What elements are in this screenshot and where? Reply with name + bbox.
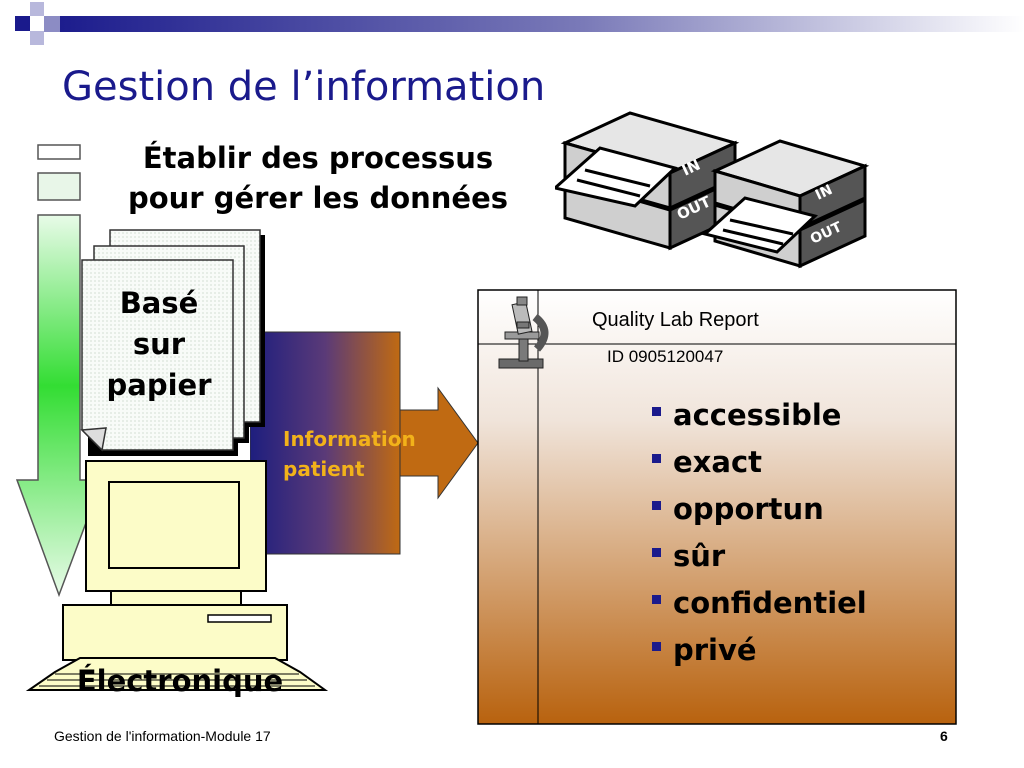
report-panel (477, 289, 957, 725)
info-label: Information patient (283, 427, 416, 481)
subtitle-line-1: Établir des processus (142, 141, 494, 175)
bullet-icon (652, 500, 661, 510)
list-item: exact (652, 439, 867, 486)
right-arrow-icon (250, 331, 479, 555)
inout-tray-icon: IN OUT IN OUT (555, 111, 870, 269)
bullet-icon (652, 594, 661, 604)
down-arrow-icon (15, 144, 104, 598)
bullet-icon (652, 547, 661, 557)
header-decoration (15, 2, 1024, 45)
electronic-label: Électronique (76, 664, 284, 698)
report-id: ID 0905120047 (607, 347, 724, 366)
computer-icon (25, 460, 329, 691)
paper-stack-icon (80, 229, 265, 456)
svg-text:IN: IN (679, 156, 703, 180)
paper-label: Basé sur papier (106, 286, 212, 402)
list-item: confidentiel (652, 580, 867, 627)
report-title: Quality Lab Report (592, 309, 759, 331)
svg-text:IN: IN (813, 182, 835, 204)
list-item: privé (652, 627, 867, 674)
tray-right: IN OUT (701, 139, 870, 269)
list-item: opportun (652, 486, 867, 533)
subtitle: Établir des processus pour gérer les don… (88, 138, 548, 218)
page-number: 6 (940, 728, 948, 744)
page-title: Gestion de l’information (62, 64, 546, 110)
tray-left: IN OUT (555, 111, 740, 251)
list-item: sûr (652, 533, 867, 580)
bullet-icon (652, 453, 661, 463)
list-item: accessible (652, 392, 867, 439)
microscope-icon (498, 296, 549, 369)
bullet-list: accessible exact opportun sûr confidenti… (652, 392, 867, 674)
footer-text: Gestion de l'information-Module 17 (54, 728, 271, 744)
bullet-icon (652, 406, 661, 416)
subtitle-line-2: pour gérer les données (127, 181, 509, 215)
bullet-icon (652, 641, 661, 651)
